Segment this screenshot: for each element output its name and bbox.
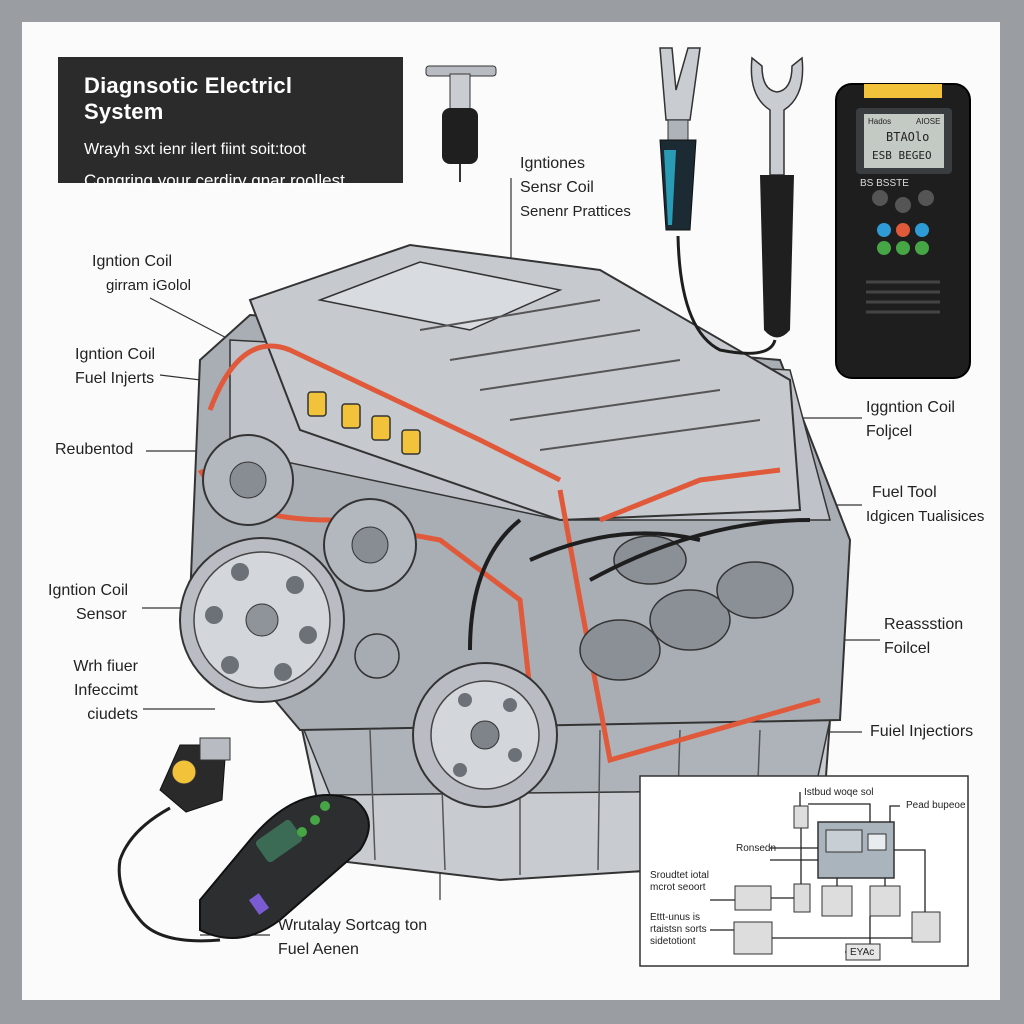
scanner-screen-line3: BS BSSTE [860,178,909,190]
probe-tool-icon [426,66,496,182]
schematic-label-left-2: Sroudtet iotal mcrot seoort [650,870,709,894]
schematic-label-top-left: Istbud woqe sol [804,787,874,799]
schematic-label-left-3: Ettt-unus is rtaistsn sorts sidetotiont [650,912,707,948]
wrench-icon [751,58,802,338]
schematic-label-top-right: Pead bupeoe [906,800,966,812]
schematic-box-label: EYAc [850,947,874,959]
label-left-5: Wrh fiuer Infeccimt ciudets [52,655,138,727]
scanner-screen-line2: ESB BEGEO [872,150,932,162]
scanner-screen-top: Hados [868,116,891,128]
label-left-2: Igntion Coil Fuel Injerts [75,343,155,391]
label-top-center: Igntiones Sensr Coil Senenr Prattices [520,152,631,224]
label-left-4: Igntion Coil Sensor [48,579,128,627]
label-right-2: Fuel Tool Idgicen Tualisices [866,481,984,529]
scanner-screen-top-right: AIOSE [916,116,940,128]
obd-scanner-icon [836,84,970,378]
label-right-4: Fuiel Injectiors [870,720,973,744]
label-left-3: Reubentod [55,438,133,462]
scanner-screen-line1: BTAOlo [886,131,929,143]
label-right-3: Reassstion Foilcel [884,613,963,661]
label-left-1: Igntion Coil girram iGolol [92,250,191,298]
label-right-1: Iggntion Coil Foljcel [866,396,955,444]
label-bottom-center: Wrutalay Sortcag ton Fuel Aenen [278,914,427,962]
schematic-label-mid-left: Ronsedn [736,843,776,855]
